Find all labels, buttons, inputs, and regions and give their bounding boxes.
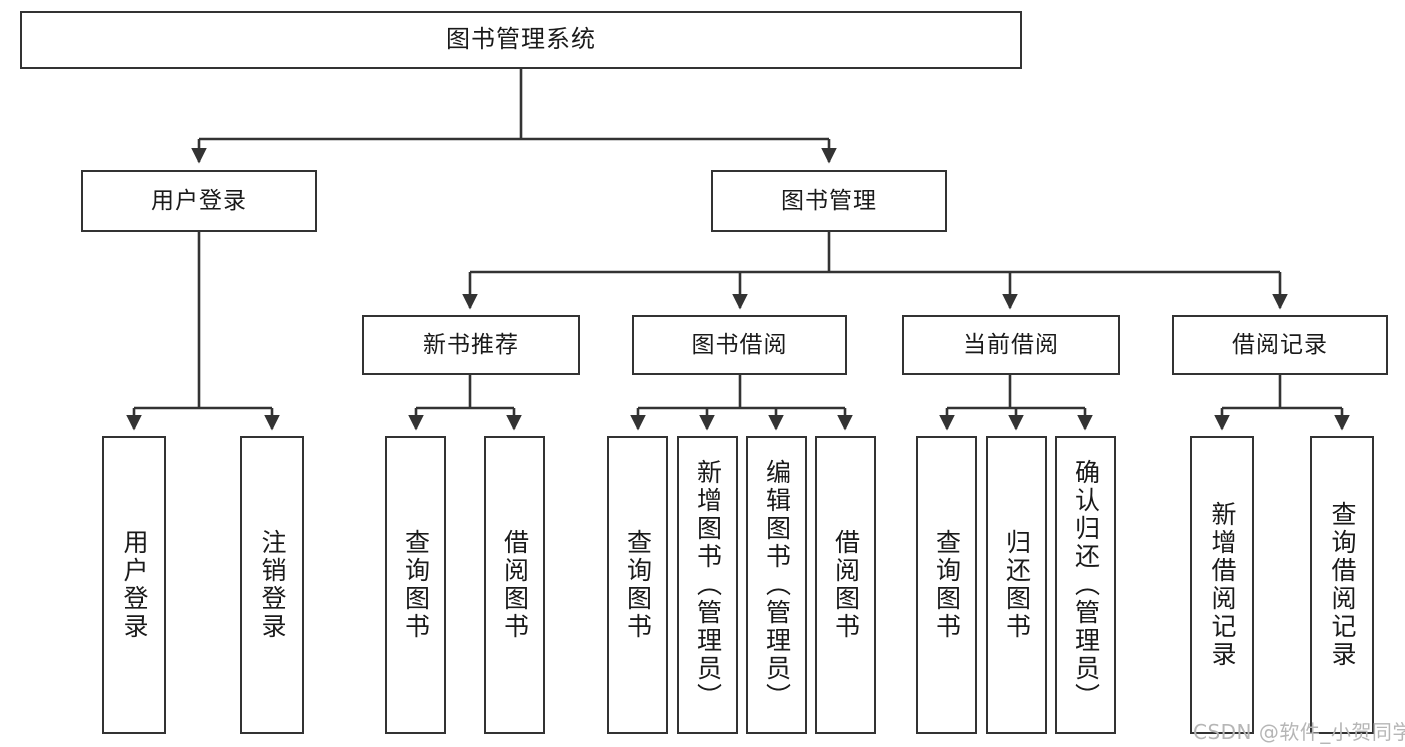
leaf-query-book-borrow-label: 查询图书 — [623, 529, 653, 641]
leaf-logout[interactable]: 注销登录 — [240, 436, 304, 734]
leaf-query-book-borrow[interactable]: 查询图书 — [607, 436, 668, 734]
node-book-management[interactable]: 图书管理 — [711, 170, 947, 232]
node-user-login-label: 用户登录 — [151, 187, 247, 214]
node-root[interactable]: 图书管理系统 — [20, 11, 1022, 69]
node-book-borrow-label: 图书借阅 — [691, 331, 788, 358]
node-root-label: 图书管理系统 — [446, 25, 596, 54]
csdn-watermark: CSDN @软件_小贺同学 — [1193, 720, 1405, 744]
leaf-edit-book-admin[interactable]: 编辑图书（管理员） — [746, 436, 807, 734]
node-book-borrow[interactable]: 图书借阅 — [632, 315, 847, 375]
leaf-borrow-book-recommend-label: 借阅图书 — [500, 529, 530, 641]
leaf-query-borrow-record-label: 查询借阅记录 — [1328, 501, 1357, 669]
leaf-user-login-label: 用户登录 — [120, 529, 149, 641]
node-new-book-recommend-label: 新书推荐 — [423, 331, 519, 358]
leaf-query-book-recommend[interactable]: 查询图书 — [385, 436, 446, 734]
node-current-borrow[interactable]: 当前借阅 — [902, 315, 1120, 375]
leaf-query-book-current-label: 查询图书 — [932, 529, 962, 641]
node-user-login[interactable]: 用户登录 — [81, 170, 317, 232]
leaf-add-book-admin[interactable]: 新增图书（管理员） — [677, 436, 738, 734]
leaf-borrow-book[interactable]: 借阅图书 — [815, 436, 876, 734]
leaf-return-book-label: 归还图书 — [1002, 529, 1032, 641]
leaf-logout-label: 注销登录 — [258, 529, 287, 641]
node-new-book-recommend[interactable]: 新书推荐 — [362, 315, 580, 375]
leaf-borrow-book-label: 借阅图书 — [831, 529, 861, 641]
node-borrow-record[interactable]: 借阅记录 — [1172, 315, 1388, 375]
leaf-confirm-return-admin-label: 确认归还（管理员） — [1071, 459, 1101, 711]
node-book-management-label: 图书管理 — [781, 187, 877, 214]
leaf-query-book-recommend-label: 查询图书 — [401, 529, 431, 641]
leaf-borrow-book-recommend[interactable]: 借阅图书 — [484, 436, 545, 734]
leaf-add-book-admin-label: 新增图书（管理员） — [693, 459, 723, 711]
leaf-query-borrow-record[interactable]: 查询借阅记录 — [1310, 436, 1374, 734]
node-current-borrow-label: 当前借阅 — [963, 331, 1059, 358]
leaf-confirm-return-admin[interactable]: 确认归还（管理员） — [1055, 436, 1116, 734]
leaf-add-borrow-record-label: 新增借阅记录 — [1208, 501, 1237, 669]
leaf-edit-book-admin-label: 编辑图书（管理员） — [762, 459, 792, 711]
node-borrow-record-label: 借阅记录 — [1232, 331, 1328, 358]
leaf-add-borrow-record[interactable]: 新增借阅记录 — [1190, 436, 1254, 734]
leaf-query-book-current[interactable]: 查询图书 — [916, 436, 977, 734]
leaf-user-login[interactable]: 用户登录 — [102, 436, 166, 734]
leaf-return-book[interactable]: 归还图书 — [986, 436, 1047, 734]
